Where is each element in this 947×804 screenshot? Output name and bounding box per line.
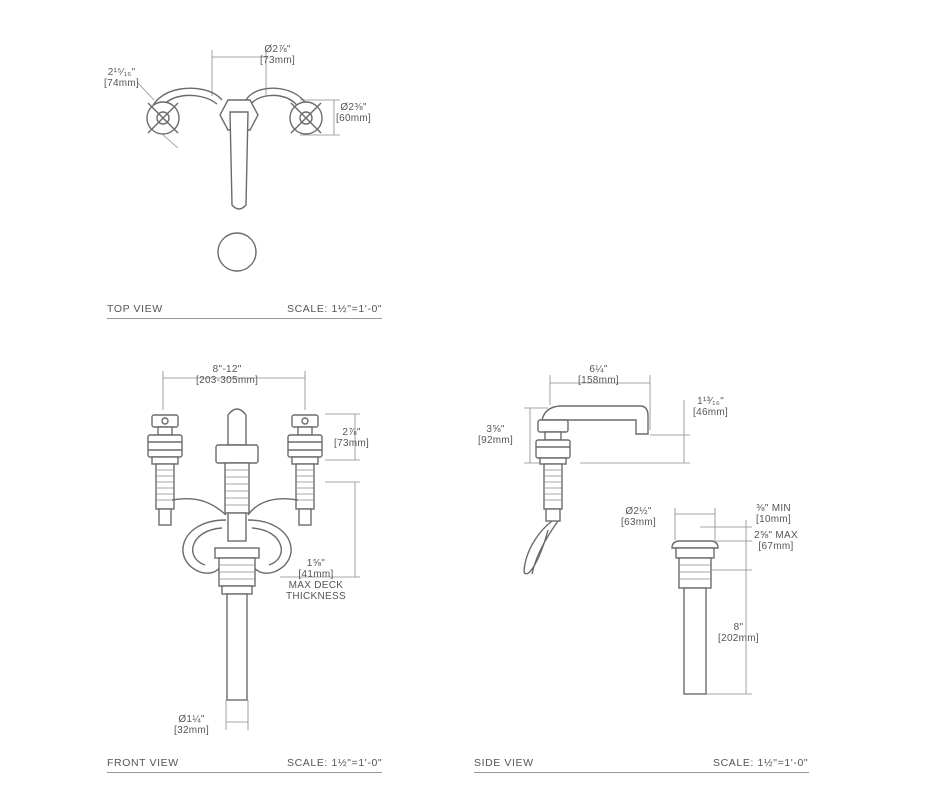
front-handle-height-in: 2⅞" (342, 427, 361, 438)
top-view-caption: TOP VIEW (107, 303, 163, 315)
side-view-rule (474, 772, 809, 773)
front-view-caption: FRONT VIEW (107, 757, 179, 769)
side-view-caption: SIDE VIEW (474, 757, 534, 769)
side-spout-drop-in: 1¹³⁄₁₆" (697, 396, 725, 407)
front-deck-note-1: MAX DECK (288, 580, 344, 591)
side-reach-mm: [158mm] (578, 375, 620, 386)
front-view-scale: SCALE: 1½"=1'-0" (287, 757, 383, 769)
side-spout-drop-mm: [46mm] (693, 407, 729, 418)
side-spout-height-dim: 3⅝" [92mm] (478, 424, 513, 446)
top-view-rule (107, 318, 382, 319)
side-max-in: 2⅝" MAX (754, 530, 798, 541)
top-view-scale: SCALE: 1½"=1'-0" (287, 303, 383, 315)
top-spout-dia-mm: [73mm] (260, 55, 296, 66)
top-spout-dia-in: Ø2⅞" (264, 44, 291, 55)
side-reach-in: 6¼" (589, 364, 608, 375)
front-tail-dia-mm: [32mm] (174, 725, 210, 736)
top-handle-height-mm: [74mm] (104, 78, 140, 89)
front-tail-dia-in: Ø1¼" (178, 714, 205, 725)
front-handle-height-dim: 2⅞" [73mm] (334, 427, 369, 449)
front-view-drawing (147, 371, 360, 730)
side-drain-dia-in: Ø2½" (625, 506, 652, 517)
front-spread-mm: [203-305mm] (196, 375, 259, 386)
side-drain-dia-dim: Ø2½" [63mm] (621, 506, 656, 528)
side-spout-height-mm: [92mm] (478, 435, 514, 446)
side-tail-length-mm: [202mm] (718, 633, 760, 644)
side-drain-dia-mm: [63mm] (621, 517, 657, 528)
front-handle-height-mm: [73mm] (334, 438, 370, 449)
side-spout-height-in: 3⅝" (486, 424, 505, 435)
top-handle-height-dim: 2¹⁵⁄₁₆" [74mm] (104, 67, 139, 89)
top-handle-height-in: 2¹⁵⁄₁₆" (107, 67, 136, 78)
side-view-scale: SCALE: 1½"=1'-0" (713, 757, 809, 769)
front-deck-in: 1⅝" (306, 558, 326, 569)
front-view-rule (107, 772, 382, 773)
side-max-dim: 2⅝" MAX [67mm] (754, 530, 798, 552)
side-max-mm: [67mm] (758, 541, 794, 552)
side-reach-dim: 6¼" [158mm] (578, 364, 619, 386)
top-view-drawing (136, 50, 340, 272)
top-handle-dia-in: Ø2⅜" (340, 102, 367, 113)
top-handle-dia-dim: Ø2⅜" [60mm] (336, 102, 371, 124)
top-spout-dia-dim: Ø2⅞" [73mm] (260, 44, 295, 66)
side-spout-drop-dim: 1¹³⁄₁₆" [46mm] (693, 396, 728, 418)
front-spread-dim: 8"-12" [203-305mm] (196, 364, 258, 386)
side-view-drawing (523, 375, 752, 695)
front-deck-mm: [41mm] (298, 569, 334, 580)
side-min-dim: ⅜" MIN [10mm] (756, 503, 791, 525)
side-tail-length-in: 8" (733, 622, 744, 633)
side-min-in: ⅜" MIN (756, 503, 791, 514)
side-tail-length-dim: 8" [202mm] (718, 622, 759, 644)
front-spread-in: 8"-12" (212, 364, 242, 375)
front-deck-note-2: THICKNESS (286, 591, 346, 602)
top-handle-dia-mm: [60mm] (336, 113, 372, 124)
front-tail-dia-dim: Ø1¼" [32mm] (174, 714, 209, 736)
side-min-mm: [10mm] (756, 514, 792, 525)
front-deck-dim: 1⅝" [41mm] MAX DECK THICKNESS (286, 558, 346, 602)
